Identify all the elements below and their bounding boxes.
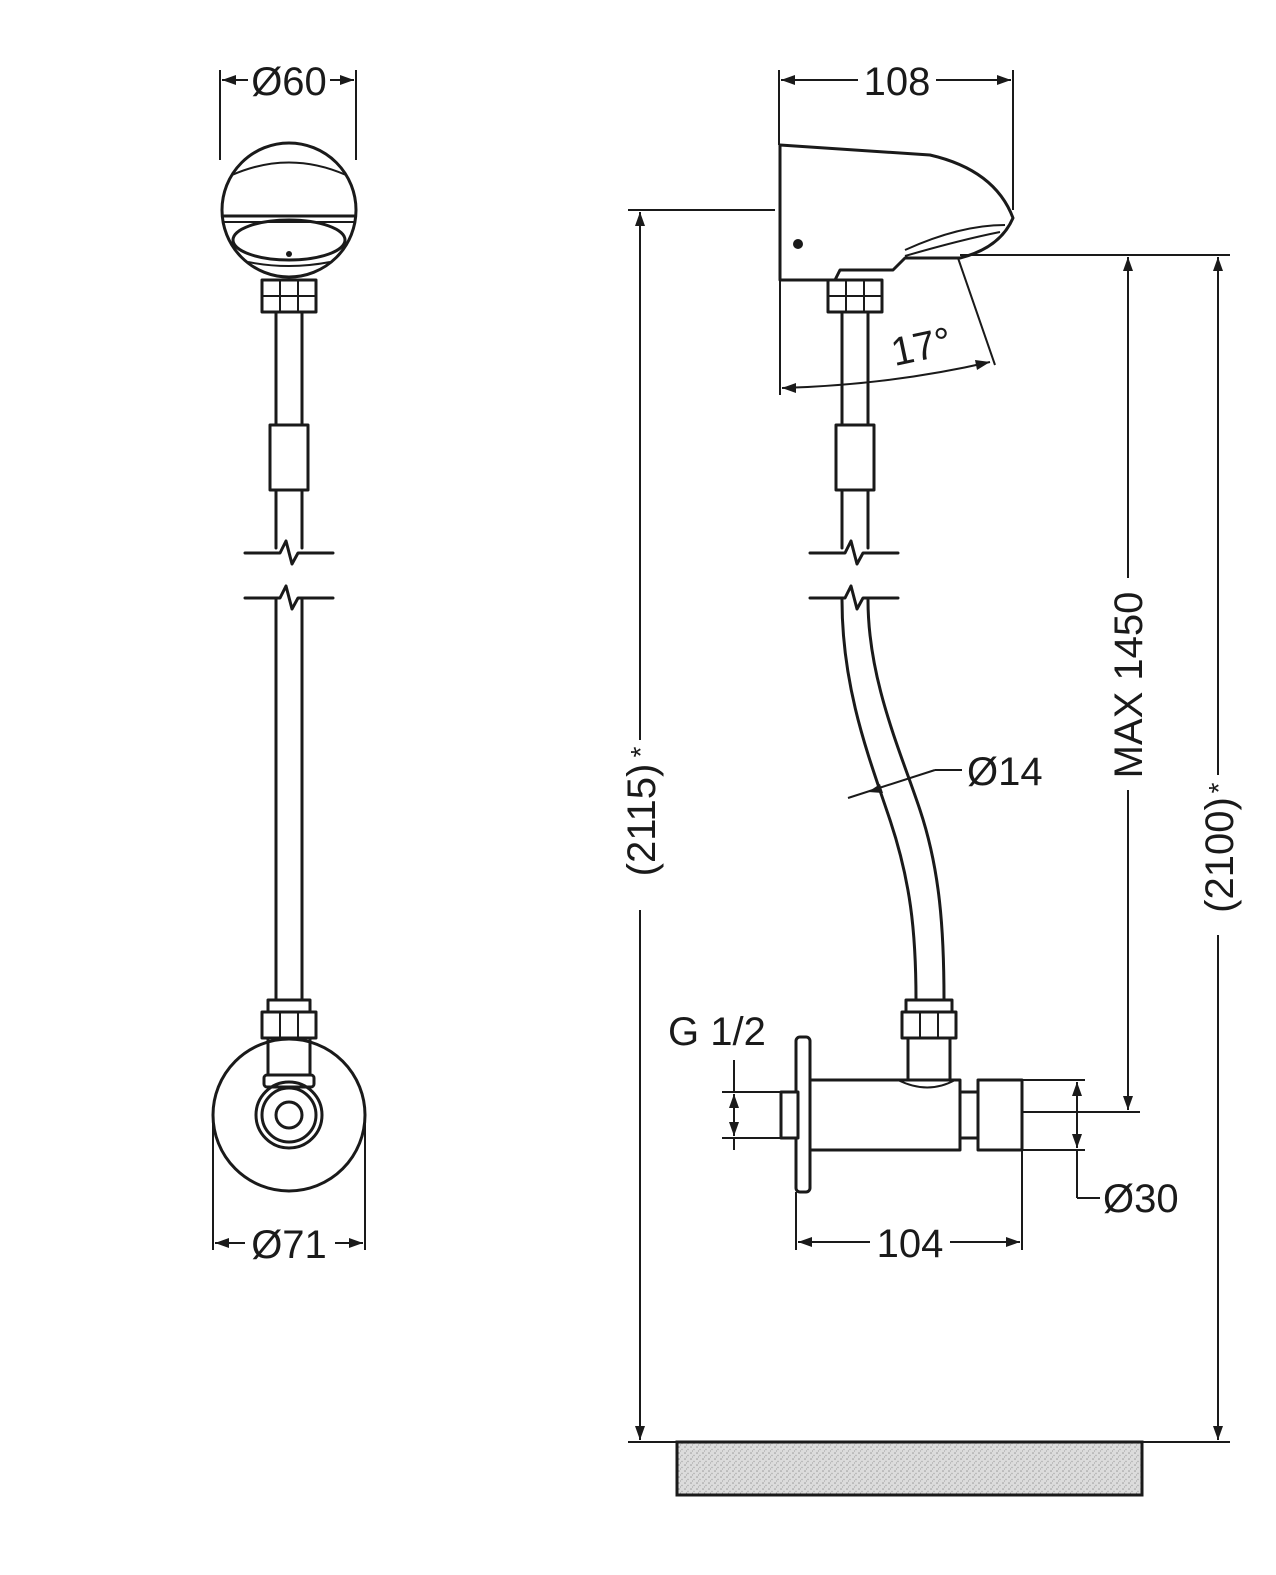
break-symbol-side: [808, 539, 900, 611]
front-view: Ø60: [211, 60, 367, 1267]
floor-slab: [675, 1440, 1144, 1497]
valve-body-side: [779, 1035, 1024, 1194]
label-valve-length: 104: [877, 1222, 944, 1266]
valve-flange-front: [211, 1036, 367, 1193]
dim-total-height-right: (2100) *: [1140, 254, 1242, 1443]
break-symbol-front: [243, 539, 335, 611]
dim-flange-diameter: Ø71: [212, 1120, 366, 1267]
label-head-diameter: Ø60: [251, 60, 327, 104]
dim-max-height: MAX 1450: [960, 254, 1151, 1113]
upper-pipe-side: [834, 310, 876, 550]
label-inlet-thread: G 1/2: [668, 1010, 766, 1054]
asterisk-right: *: [1203, 782, 1234, 793]
label-max-height: MAX 1450: [1107, 592, 1151, 779]
upper-nut-side: [826, 278, 884, 314]
side-view: 108 17°: [620, 60, 1242, 1497]
dim-valve-diameter: Ø30: [1022, 1079, 1179, 1221]
label-valve-diameter: Ø30: [1103, 1177, 1179, 1221]
label-spray-angle: 17°: [887, 319, 955, 375]
asterisk-left: *: [625, 746, 656, 757]
dim-valve-length: 104: [795, 1150, 1023, 1266]
lower-nut-side: [900, 998, 958, 1082]
label-total-height-left: (2115): [620, 764, 664, 877]
dim-pipe-diameter: Ø14: [847, 750, 1043, 799]
label-total-height-right: (2100): [1198, 797, 1242, 913]
label-flange-diameter: Ø71: [251, 1223, 327, 1267]
shower-head-front: [220, 141, 358, 279]
upper-nut-front: [260, 278, 318, 314]
shower-head-side: [778, 143, 1015, 282]
label-pipe-diameter: Ø14: [967, 750, 1043, 794]
upper-pipe-front: [268, 310, 310, 550]
lower-pipe-side: [840, 598, 946, 1002]
label-head-depth: 108: [864, 60, 931, 104]
dim-head-depth: 108: [778, 60, 1014, 210]
lower-pipe-front: [260, 598, 318, 1040]
dim-inlet-thread: G 1/2: [668, 1010, 780, 1150]
dim-head-diameter: Ø60: [219, 60, 357, 160]
dim-total-height-left: (2115) *: [620, 209, 775, 1443]
